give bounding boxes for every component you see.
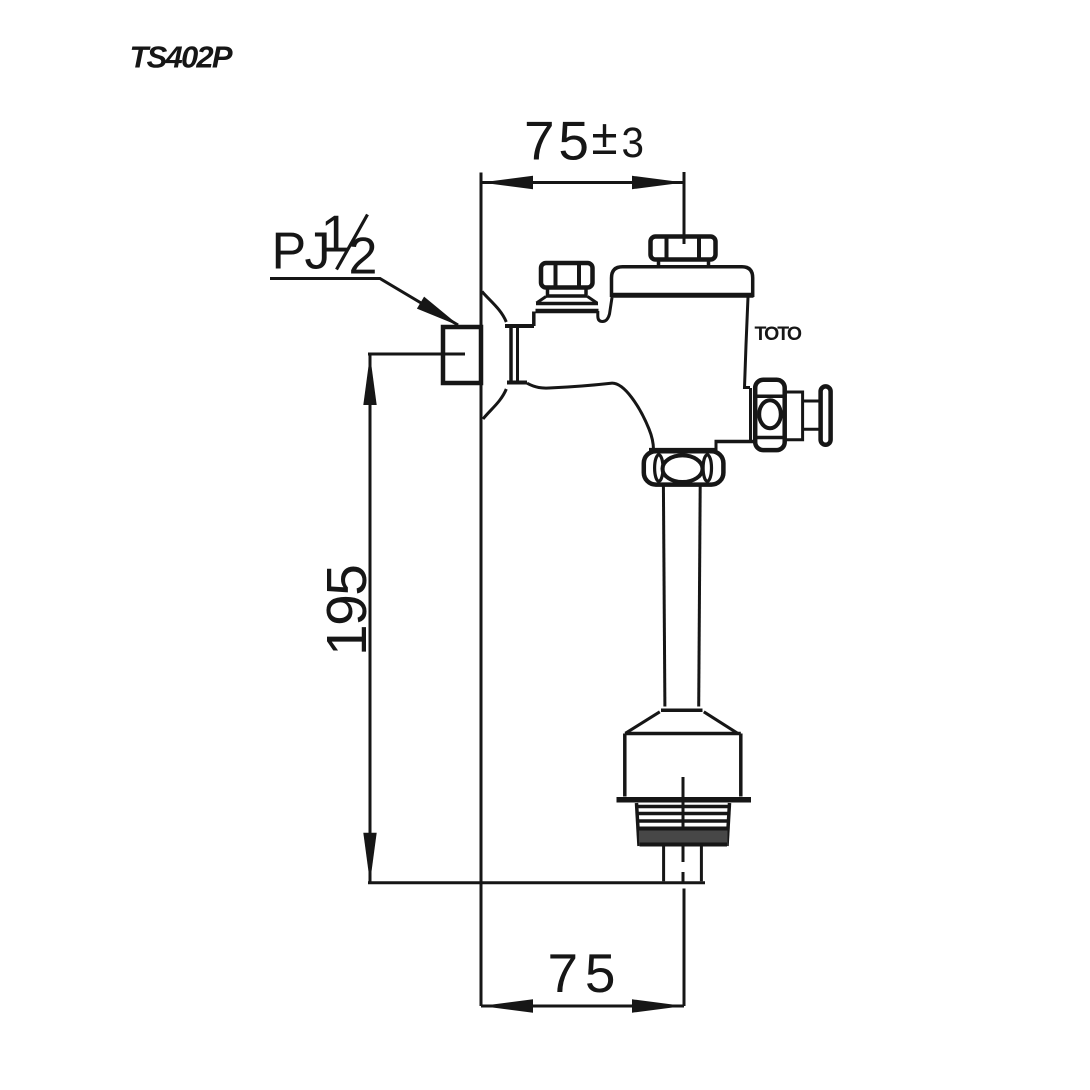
- svg-text:2: 2: [349, 228, 378, 286]
- svg-text:1: 1: [321, 206, 350, 264]
- svg-text:PJ: PJ: [272, 223, 331, 281]
- svg-text:75: 75: [524, 110, 589, 172]
- svg-text:±: ±: [592, 109, 618, 165]
- svg-text:195: 195: [315, 564, 379, 656]
- svg-text:TS402P: TS402P: [130, 40, 233, 75]
- svg-text:TOTO: TOTO: [755, 323, 803, 345]
- svg-text:75: 75: [548, 942, 616, 1004]
- svg-text:3: 3: [622, 119, 645, 167]
